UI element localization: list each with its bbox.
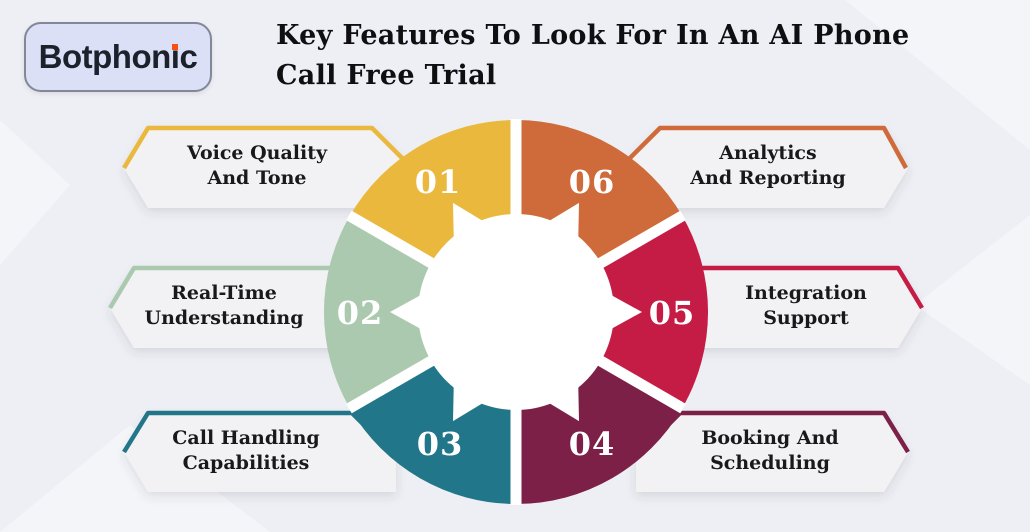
label-box-02 [110, 268, 340, 348]
wheel-center-hub [390, 202, 642, 422]
wheel-numbers: 01 02 03 04 05 06 [337, 163, 696, 463]
page-title-line1: Key Features To Look For In An AI Phone [276, 20, 910, 51]
connector-02 [108, 265, 336, 310]
label-box-01 [124, 128, 403, 208]
page-title: Key Features To Look For In An AI Phone … [276, 16, 910, 96]
connector-01 [122, 125, 406, 170]
connector-06 [626, 125, 908, 170]
brand-logo-letter-i: ı [170, 38, 180, 75]
label-box-03 [124, 413, 396, 492]
segment-label-04: Booking And Scheduling [701, 427, 839, 474]
label-box-05 [692, 268, 922, 348]
segment-number-04: 04 [569, 425, 616, 463]
brand-logo-orange-dot [171, 44, 178, 50]
segment-label-05: Integration Support [745, 282, 867, 329]
label-box-06 [629, 128, 908, 208]
brand-logo-text-post: c [179, 38, 198, 75]
label-boxes [108, 125, 924, 492]
segment-number-05: 05 [649, 294, 696, 332]
segment-label-02: Real-Time Understanding [144, 282, 304, 329]
segment-number-01: 01 [415, 163, 462, 201]
segment-number-02: 02 [337, 294, 384, 332]
segment-label-06: Analytics And Reporting [690, 142, 846, 189]
segment-label-01: Voice Quality And Tone [186, 142, 328, 189]
segment-number-06: 06 [569, 163, 616, 201]
brand-logo-text-pre: Botphon [38, 38, 172, 75]
page-title-line2: Call Free Trial [276, 60, 497, 91]
connector-05 [696, 265, 924, 310]
segment-number-03: 03 [417, 425, 464, 463]
segment-label-03: Call Handling Capabilities [172, 427, 320, 474]
label-box-04 [636, 413, 908, 492]
